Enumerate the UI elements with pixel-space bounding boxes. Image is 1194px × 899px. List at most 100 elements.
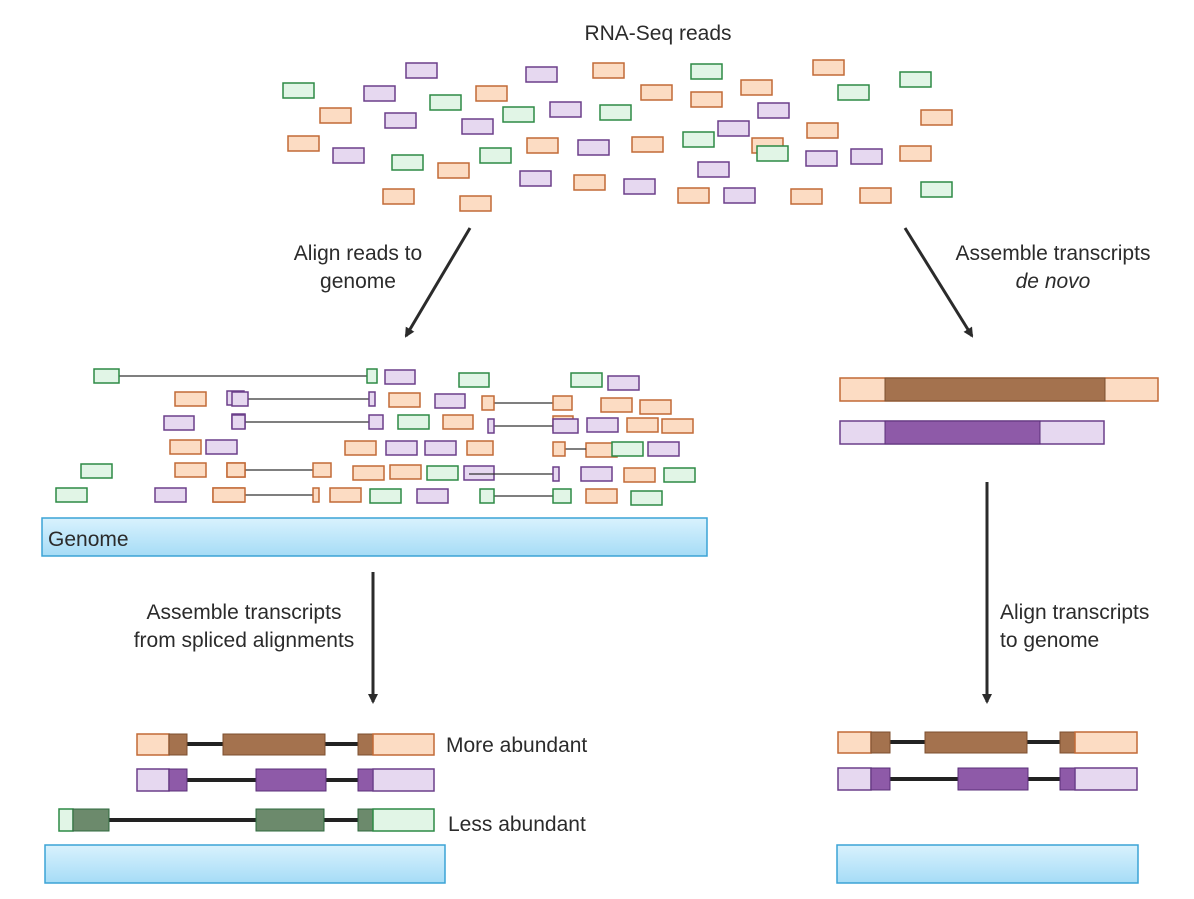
align-reads-label-line1: Align reads to [294, 242, 422, 265]
rna-seq-reads-cloud [282, 59, 953, 212]
read-green [391, 154, 424, 171]
read-green [429, 94, 462, 111]
transcript-more-abundant-purple [136, 768, 435, 792]
aligned-read-green [55, 487, 88, 503]
aligned-read-orange [623, 467, 656, 483]
read-orange [319, 107, 352, 124]
aligned-read-orange [442, 414, 474, 430]
assemble-spliced-label-line1: Assemble transcripts [147, 601, 342, 624]
spliced-read-green [552, 488, 572, 504]
aligned-reads-pileup [55, 368, 696, 506]
read-orange [592, 62, 625, 79]
spliced-read-purple [552, 418, 579, 434]
denovo-transcript-orange [839, 377, 1159, 402]
read-orange [859, 187, 892, 204]
spliced-read-orange [552, 441, 566, 457]
aligned-read-orange [585, 488, 618, 504]
read-purple [405, 62, 438, 79]
read-orange [677, 187, 710, 204]
read-orange [790, 188, 823, 205]
read-purple [332, 147, 365, 164]
aligned-read-orange [344, 440, 377, 456]
read-purple [757, 102, 790, 119]
spliced-read-orange [212, 487, 246, 503]
spliced-read-purple [552, 466, 560, 482]
aligned-read-orange [466, 440, 494, 456]
aligned-read-purple [463, 465, 495, 481]
aligned-read-purple [580, 466, 613, 482]
aligned-read-orange [388, 392, 421, 408]
aligned-read-orange [600, 397, 633, 413]
spliced-read-orange [312, 462, 332, 478]
more-abundant-label: More abundant [446, 734, 587, 757]
aligned-read-green [663, 467, 696, 483]
aligned-read-purple [424, 440, 457, 456]
genome-bar-top: Genome [41, 517, 708, 557]
assemble-spliced-label-line2: from spliced alignments [134, 629, 355, 652]
arrow-assemble-denovo [903, 227, 974, 338]
assemble-denovo-label-line1: Assemble transcripts [956, 242, 1151, 265]
aligned-read-green [397, 414, 430, 430]
read-orange [806, 122, 839, 139]
align-transcripts-label-line2: to genome [1000, 629, 1099, 652]
aligned-read-purple [416, 488, 449, 504]
aligned-read-green [630, 490, 663, 506]
aligned-read-green [458, 372, 490, 388]
read-purple [577, 139, 610, 156]
read-purple [717, 120, 750, 137]
read-orange [812, 59, 845, 76]
spliced-read-orange [226, 462, 246, 478]
read-green [690, 63, 723, 80]
spliced-read-purple [487, 418, 495, 434]
read-green [479, 147, 512, 164]
read-orange [631, 136, 664, 153]
aligned-read-purple [154, 487, 187, 503]
aligned-read-orange [174, 391, 207, 407]
read-orange [640, 84, 673, 101]
spliced-read-purple [231, 391, 249, 407]
spliced-read-green [366, 368, 378, 384]
aligned-read-purple [385, 440, 418, 456]
spliced-read-purple [368, 414, 384, 430]
assemble-denovo-label-line2: de novo [1016, 270, 1091, 293]
transcript-more-abundant-orange [136, 733, 435, 756]
denovo-transcript-purple [839, 420, 1105, 445]
spliced-read-orange [312, 487, 320, 503]
aligned-read-green [426, 465, 459, 481]
read-purple [805, 150, 838, 167]
aligned-read-purple [586, 417, 619, 433]
read-green [682, 131, 715, 148]
read-orange [475, 85, 508, 102]
aligned-read-orange [329, 487, 362, 503]
spliced-read-green [93, 368, 120, 384]
read-purple [549, 101, 582, 118]
read-green [837, 84, 870, 101]
read-green [282, 82, 315, 99]
aligned-read-green [369, 488, 402, 504]
aligned-read-orange [639, 399, 672, 415]
read-green [920, 181, 953, 198]
aligned-read-purple [607, 375, 640, 391]
aligned-read-orange [174, 462, 207, 478]
genome-bar-bottom-left [44, 844, 446, 884]
read-green [756, 145, 789, 162]
genome-label: Genome [48, 528, 129, 551]
aligned-read-purple [434, 393, 466, 409]
arrow-align-reads [404, 227, 472, 338]
aligned-read-green [80, 463, 113, 479]
read-purple [363, 85, 396, 102]
transcript-right-orange [837, 731, 1138, 754]
read-purple [525, 66, 558, 83]
align-reads-label-line2: genome [320, 270, 396, 293]
read-purple [461, 118, 494, 135]
aligned-read-purple [384, 369, 416, 385]
aligned-read-green [570, 372, 603, 388]
genome-bar-bottom-right [836, 844, 1139, 884]
transcript-right-purple [837, 767, 1138, 791]
read-orange [899, 145, 932, 162]
read-orange [573, 174, 606, 191]
read-orange [459, 195, 492, 212]
read-orange [690, 91, 723, 108]
aligned-read-green [611, 441, 644, 457]
